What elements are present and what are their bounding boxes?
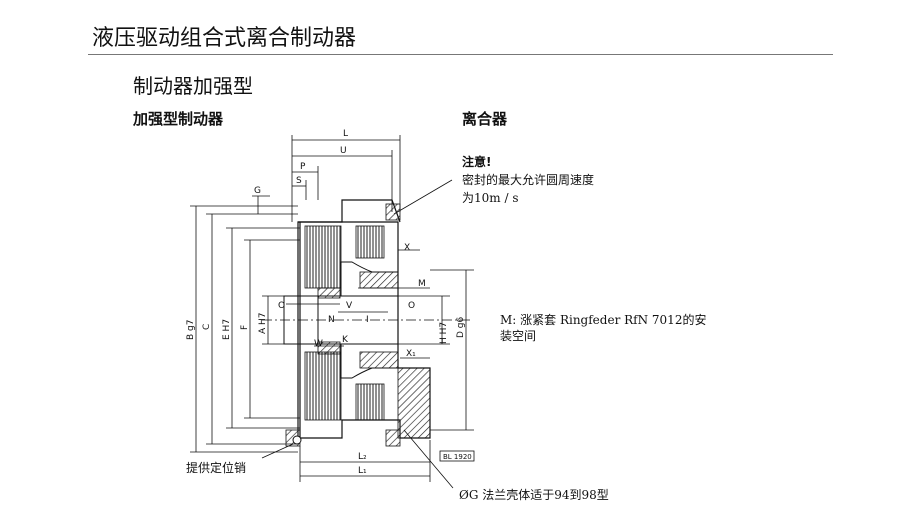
lower-disc-pack	[304, 351, 385, 421]
dimension-labels: L U P S G X M O O V I N W K X₁ L₂ L₁ B g…	[186, 129, 466, 476]
dim-M: M	[418, 279, 426, 289]
dim-O-left: O	[278, 301, 285, 311]
brake-label: 加强型制动器	[133, 110, 224, 128]
dim-Bg7: B g7	[186, 320, 196, 340]
section-subtitle: 制动器加强型	[133, 74, 253, 98]
hatched-sections	[285, 203, 431, 447]
title-divider	[88, 54, 833, 55]
dim-P: P	[300, 162, 306, 172]
dim-L1: L₁	[358, 466, 367, 476]
dim-AH7: A H7	[258, 312, 268, 334]
dim-X1: X₁	[406, 349, 416, 359]
dim-F: F	[240, 325, 250, 330]
flange-housing-label: ØG 法兰壳体适于94到98型	[459, 488, 609, 502]
clutch-label: 离合器	[462, 110, 508, 128]
note-leader	[393, 179, 453, 215]
dim-V: V	[346, 301, 353, 311]
dim-U: U	[340, 146, 347, 156]
locating-pin-label: 提供定位销	[186, 461, 247, 475]
vertical-dimensions	[190, 195, 474, 453]
dim-N: N	[328, 315, 335, 325]
m-note-line-2: 装空间	[500, 329, 537, 343]
drawing-stamp-box	[439, 450, 475, 462]
dim-X: X	[404, 243, 410, 253]
dim-HH7: H H7	[439, 322, 449, 344]
dim-Dg6: D g6	[456, 316, 466, 338]
dim-G: G	[254, 186, 261, 196]
note-line-2: 为10m / s	[462, 191, 519, 205]
dim-C: C	[202, 324, 212, 330]
dim-L2: L₂	[358, 452, 367, 462]
flange-leader	[403, 429, 454, 489]
horizontal-dimensions	[286, 135, 431, 482]
drawing-stamp: BL 1920	[443, 453, 472, 461]
m-note-line-1: M: 涨紧套 Ringfeder RfN 7012的安	[500, 313, 707, 327]
dim-O-right: O	[408, 301, 415, 311]
dim-W: W	[314, 339, 323, 349]
page-title: 液压驱动组合式离合制动器	[92, 26, 357, 51]
locating-pin	[261, 435, 302, 459]
note-line-1: 密封的最大允许圆周速度	[462, 173, 595, 187]
dim-EH7: E H7	[222, 319, 232, 340]
note-title: 注意!	[462, 155, 492, 169]
dim-S: S	[296, 176, 302, 186]
dim-L: L	[343, 129, 348, 139]
dim-K: K	[342, 335, 349, 345]
upper-disc-pack	[304, 225, 385, 289]
dim-I: I	[366, 315, 369, 325]
